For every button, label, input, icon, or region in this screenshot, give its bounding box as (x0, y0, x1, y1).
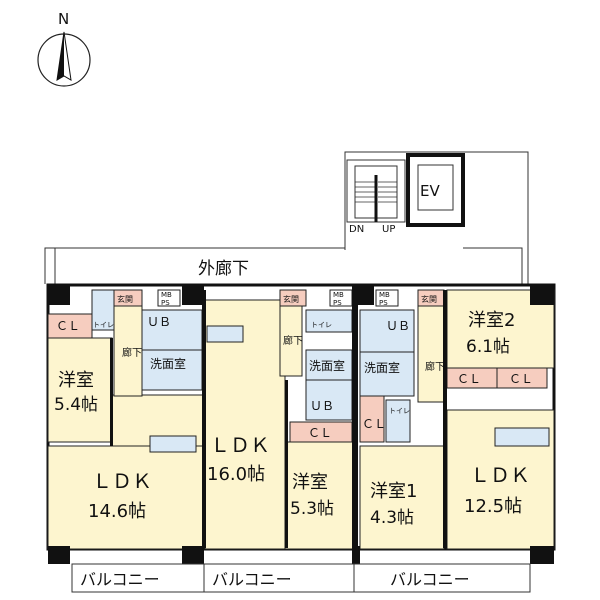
balcony: バルコニー バルコニー バルコニー (71, 563, 531, 593)
unit-c-bed2-label: 洋室2 (468, 310, 515, 331)
unit-b-ub-label: ＵＢ (310, 399, 334, 413)
unit-c-toilet-label: トイレ (389, 407, 410, 415)
corridor-outline-right (463, 247, 523, 284)
unit-a-cl-label: ＣＬ (56, 319, 80, 333)
unit-c-mbps (375, 289, 399, 307)
unit-a-ub-label: ＵＢ (147, 315, 171, 329)
unit-c-wash (359, 351, 415, 397)
unit-a-kitchen-counter (149, 435, 197, 453)
unit-c-hall-label: 廊下 (425, 360, 445, 373)
unit-a-toilet-label: トイレ (93, 321, 114, 329)
balcony-1-label: バルコニー (80, 570, 160, 589)
stair-treads (355, 181, 397, 203)
unit-c-ldk-label: ＬＤＫ (470, 463, 530, 487)
unit-b-hall-label: 廊下 (283, 334, 303, 347)
unit-a-hall-label: 廊下 (122, 346, 142, 359)
unit-c-bed1-size: 4.3帖 (370, 508, 414, 528)
unit-a-ldk-size: 14.6帖 (88, 501, 146, 522)
core-outline (344, 151, 529, 284)
corridor-label: 外廊下 (198, 259, 249, 279)
elevator-car (417, 164, 454, 211)
unit-c: ＬＤＫ 12.5帖 洋室2 6.1帖 洋室1 4.3帖 ＣＬ ＣＬ ＣＬ トイレ… (359, 289, 555, 550)
unit-a-bedroom (47, 337, 113, 443)
unit-b-entrance-label: 玄関 (283, 294, 299, 304)
unit-b-ldk-size: 16.0帖 (207, 464, 265, 485)
unit-a-ldk-label: ＬＤＫ (92, 469, 152, 493)
unit-a-ps-label: PS (161, 299, 170, 307)
unit-c-cl-b (496, 367, 548, 389)
unit-b-kitchen-counter (206, 325, 244, 343)
compass-north-label: N (58, 10, 69, 28)
unit-a-wash-label: 洗面室 (150, 356, 186, 371)
unit-c-bed2-size: 6.1帖 (466, 337, 510, 357)
balcony-3-label: バルコニー (390, 570, 470, 589)
unit-b-hall (279, 305, 303, 377)
unit-b-bed-label: 洋室 (292, 472, 328, 493)
balcony-2-label: バルコニー (212, 570, 292, 589)
unit-b-ub (305, 379, 353, 421)
unit-a: ＬＤＫ 14.6帖 洋室 5.4帖 ＣＬ トイレ 玄関 MB PS ＵＢ 洗面室… (47, 289, 204, 550)
unit-c-mb-label: MB (379, 291, 390, 299)
unit-c-hall (417, 305, 445, 403)
unit-a-ldk (47, 445, 204, 550)
unit-a-hall (113, 305, 143, 397)
unit-c-bed1 (359, 445, 445, 550)
unit-c-ub (359, 309, 415, 353)
elevator-label: EV (420, 182, 440, 200)
unit-b-mb-label: MB (333, 291, 344, 299)
unit-a-ub (141, 309, 203, 351)
unit-c-toilet (385, 399, 411, 443)
corridor-outline (44, 247, 345, 284)
unit-b: ＬＤＫ 16.0帖 洋室 5.3帖 ＣＬ 玄関 MB PS トイレ 洗面室 ＵＢ… (204, 289, 354, 550)
unit-b-ldk-label: ＬＤＫ (210, 433, 270, 457)
structural-columns (48, 285, 554, 564)
compass: N (37, 10, 91, 87)
unit-a-entrance-label: 玄関 (117, 294, 133, 304)
unit-c-bed1-label: 洋室1 (370, 481, 417, 502)
unit-c-entrance-label: 玄関 (421, 294, 437, 304)
unit-b-wash (305, 349, 353, 381)
unit-c-wash-label: 洗面室 (364, 360, 400, 375)
balcony-outline (71, 563, 531, 593)
unit-b-cl-label: ＣＬ (308, 426, 332, 440)
unit-c-ps-label: PS (379, 299, 388, 307)
exterior-corridor: 外廊下 (44, 247, 523, 284)
unit-a-mbps (157, 289, 181, 307)
unit-b-bedroom (284, 441, 354, 550)
unit-c-kitchen-counter (494, 427, 550, 447)
unit-a-mb-label: MB (161, 291, 172, 299)
unit-b-ps-label: PS (333, 299, 342, 307)
unit-c-cl-a-label: ＣＬ (457, 372, 481, 386)
elevator-shaft (406, 153, 465, 227)
core: DN UP EV (344, 151, 529, 284)
unit-c-ldk-size: 12.5帖 (464, 496, 522, 517)
unit-b-bed-size: 5.3帖 (290, 499, 334, 519)
unit-a-bed-label: 洋室 (58, 370, 94, 391)
unit-a-bed-size: 5.4帖 (54, 395, 98, 415)
stair-dn-label: DN (349, 224, 364, 235)
unit-b-toilet-label: トイレ (311, 321, 332, 329)
unit-c-cl-label: ＣＬ (362, 417, 386, 431)
north-arrow-fill (57, 32, 64, 80)
unit-c-ub-label: ＵＢ (386, 319, 410, 333)
unit-c-cl-b-label: ＣＬ (509, 372, 533, 386)
unit-b-wash-label: 洗面室 (309, 358, 345, 373)
stair-up-label: UP (382, 224, 395, 235)
unit-a-closet (47, 313, 93, 339)
